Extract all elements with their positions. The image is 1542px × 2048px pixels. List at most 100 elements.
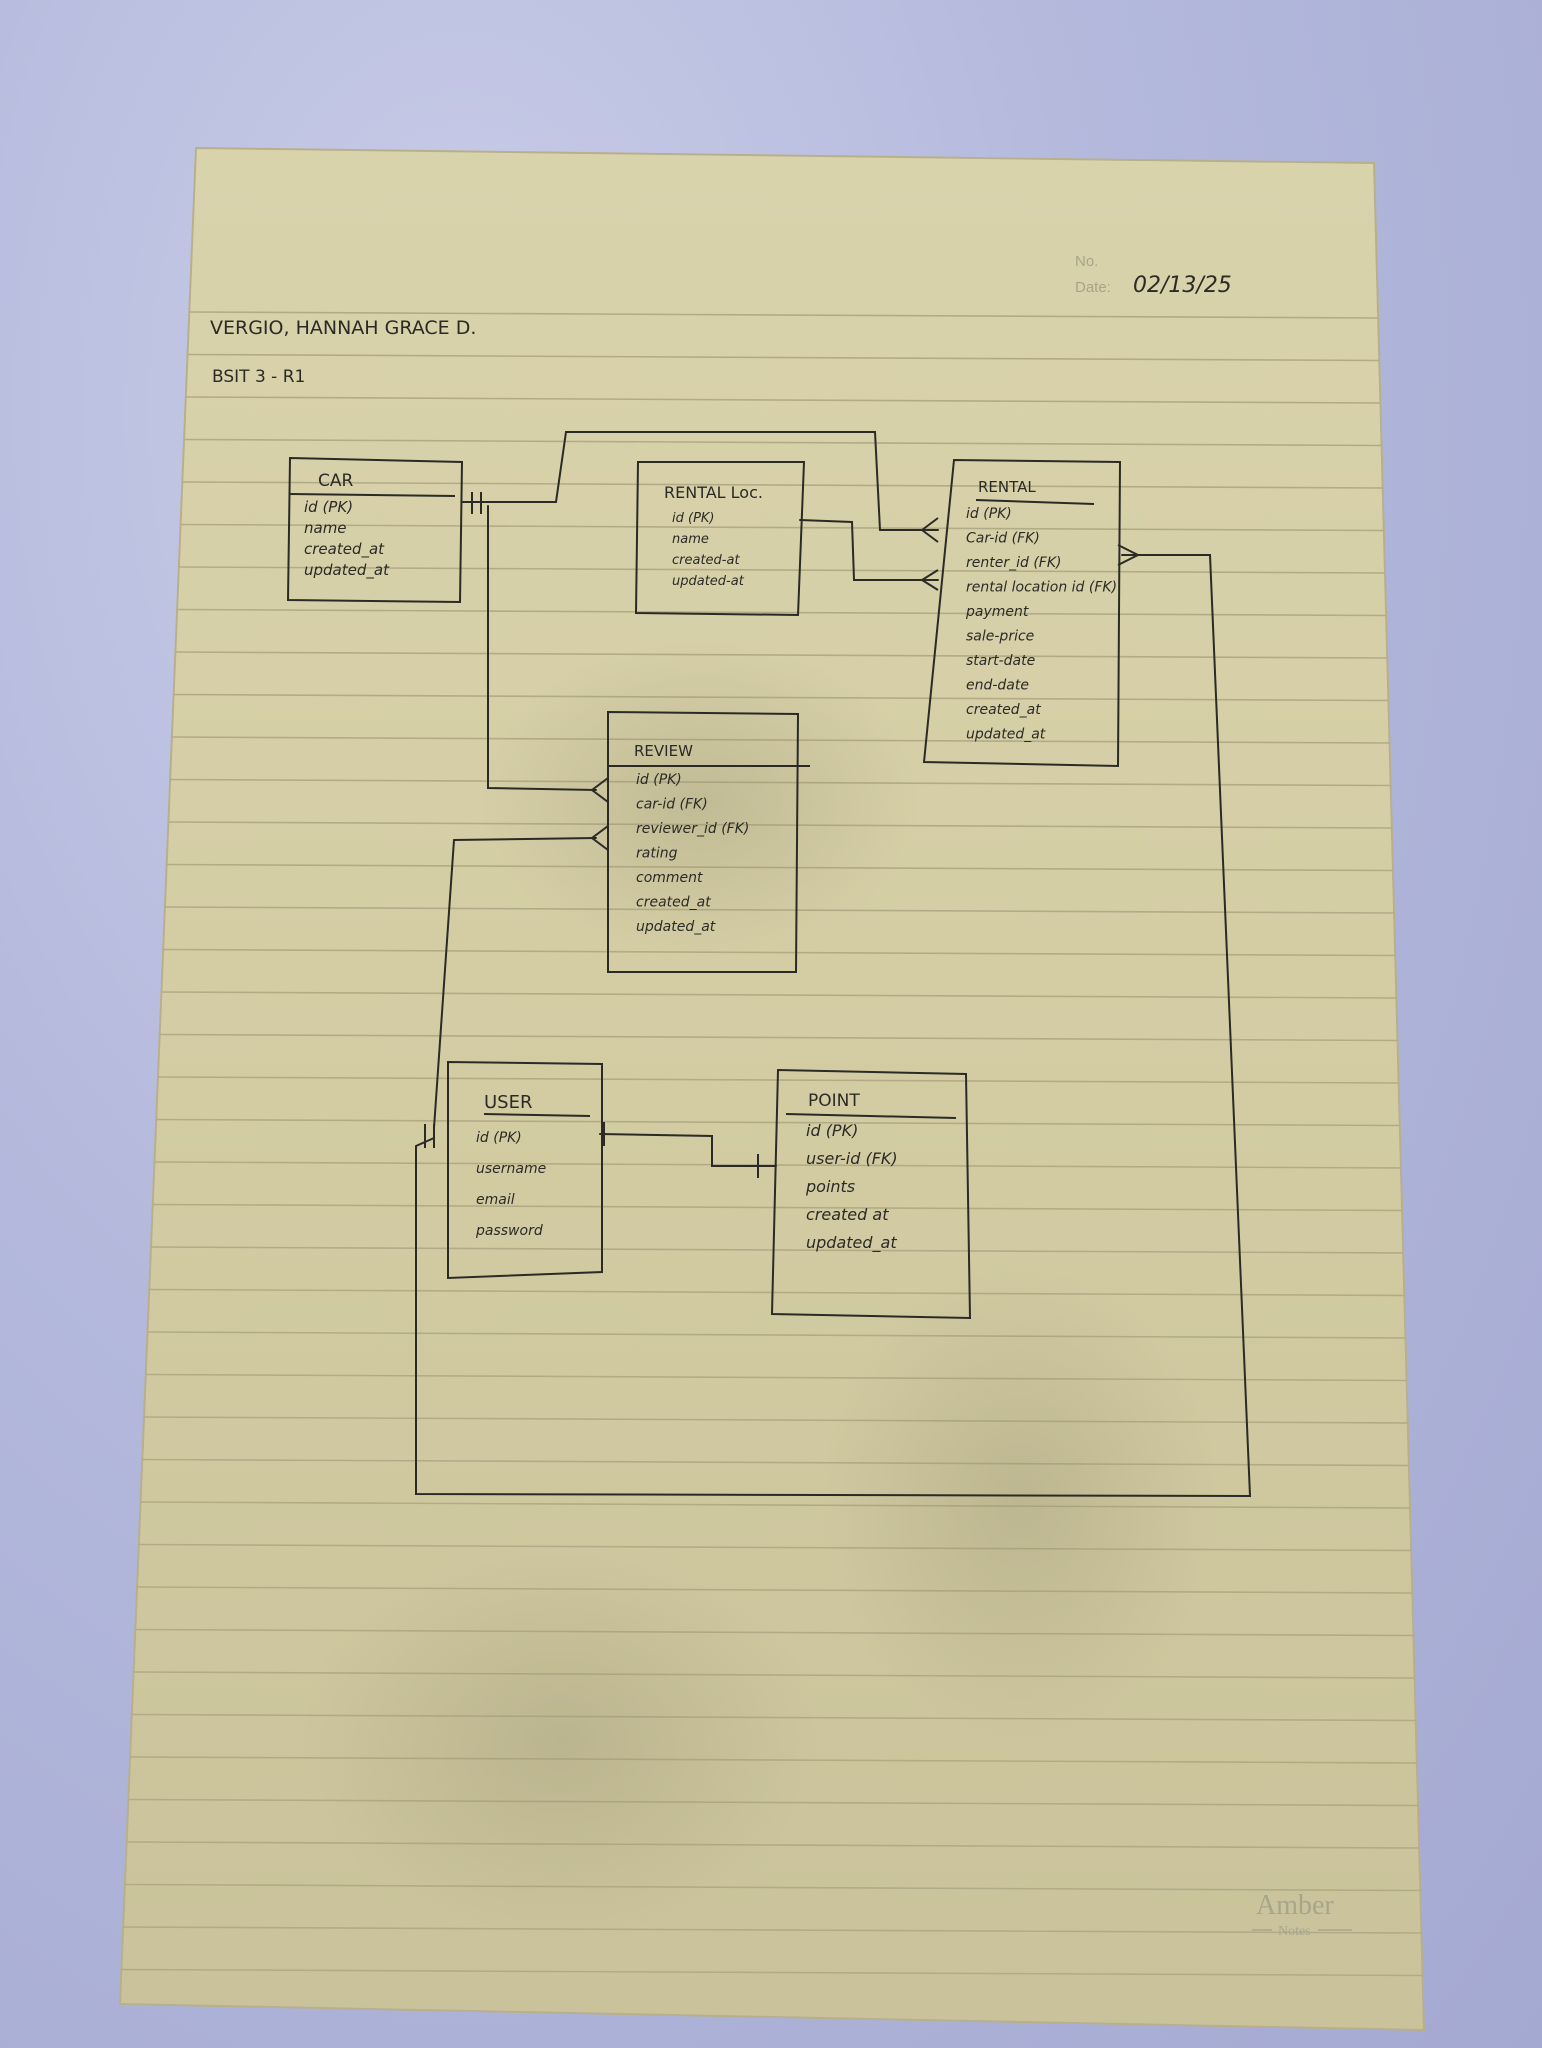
relationship-lines <box>415 431 1252 1498</box>
ruled-line <box>147 1331 1406 1339</box>
entity-field: username <box>476 1161 546 1177</box>
relation-user-rental <box>415 554 1252 1498</box>
entity-title: CAR <box>318 471 353 491</box>
entity-box-rental <box>922 458 1122 768</box>
relation-user-point <box>599 1133 777 1167</box>
entity-field: name <box>304 519 347 537</box>
entity-point: POINT id (PK) user-id (FK) points created at… <box>805 1091 898 1253</box>
entity-field: id (PK) <box>806 1121 858 1140</box>
many-mark <box>920 569 939 591</box>
entity-field: rating <box>636 846 678 862</box>
ruled-line <box>183 438 1382 447</box>
section-label: BSIT 3 - R1 <box>212 367 305 387</box>
entity-field: created_at <box>636 895 711 911</box>
entity-field: id (PK) <box>636 772 682 788</box>
entity-field: updated_at <box>636 919 716 935</box>
entity-box-point <box>770 1068 972 1320</box>
entity-header-dividers <box>289 493 1095 1119</box>
ruled-line <box>187 353 1380 362</box>
student-name: VERGIO, HANNAH GRACE D. <box>210 317 476 339</box>
entity-field: start-date <box>966 653 1035 669</box>
ruled-line <box>178 566 1386 574</box>
many-mark <box>590 825 609 851</box>
ruled-line <box>189 311 1379 319</box>
no-label: No. <box>1075 253 1098 270</box>
entity-title: REVIEW <box>634 742 693 760</box>
ruled-line <box>149 1288 1405 1297</box>
entity-review: REVIEW id (PK) car-id (FK) reviewer_id (FK)… <box>634 742 749 935</box>
entity-rental-loc: RENTAL Loc. id (PK) name created-at updated-… <box>664 483 763 589</box>
entity-boxes <box>286 456 1122 1320</box>
ruled-line <box>156 1118 1401 1127</box>
ruled-line <box>177 608 1387 617</box>
ruled-line <box>145 1373 1407 1382</box>
shadow-blob <box>300 1540 820 1940</box>
entity-rental: RENTAL id (PK) Car-id (FK) renter_id (FK) re… <box>965 478 1117 743</box>
entity-field: id (PK) <box>304 498 353 516</box>
entity-field: name <box>672 532 709 547</box>
relation-user-review-vertical <box>433 839 455 1129</box>
entity-field: points <box>805 1177 855 1196</box>
relation-car-review <box>487 505 597 791</box>
cardinality-marks <box>424 492 1141 1178</box>
entity-field: end-date <box>966 678 1029 694</box>
ruled-line <box>159 1033 1398 1042</box>
entity-field: email <box>476 1192 515 1208</box>
date-value: 02/13/25 <box>1133 273 1232 298</box>
date-label: Date: <box>1075 279 1111 296</box>
entity-field: id (PK) <box>672 511 715 526</box>
one-mark <box>471 492 482 514</box>
brand-name: Amber <box>1256 1890 1334 1921</box>
entity-title: RENTAL <box>978 478 1036 496</box>
entity-field: created at <box>806 1205 889 1224</box>
entity-field: payment <box>965 604 1029 620</box>
entity-field: created_at <box>304 540 385 559</box>
entity-user: USER id (PK) username email password <box>475 1092 546 1239</box>
relation-user-review <box>453 837 597 841</box>
entity-title: RENTAL Loc. <box>664 483 763 502</box>
brand-sub: Notes <box>1278 1924 1311 1939</box>
entity-field: sale-price <box>966 629 1034 645</box>
entity-box-rental-loc <box>634 461 806 617</box>
entity-field: renter_id (FK) <box>966 555 1061 571</box>
ruled-line <box>152 1203 1403 1212</box>
entity-field: updated-at <box>672 574 745 589</box>
ruled-line <box>154 1161 1402 1169</box>
entity-field: created-at <box>672 553 740 568</box>
entity-box-car <box>286 456 464 604</box>
ruled-line <box>123 1926 1422 1934</box>
many-mark <box>1117 544 1141 566</box>
entity-title: USER <box>484 1092 532 1113</box>
entity-box-review <box>607 710 800 973</box>
entity-field: car-id (FK) <box>636 797 708 813</box>
many-mark <box>920 517 939 543</box>
ruled-line <box>163 948 1396 957</box>
entity-field: reviewer_id (FK) <box>636 821 749 837</box>
many-mark <box>590 777 609 803</box>
entity-field: created_at <box>966 702 1041 718</box>
ruled-line <box>124 1883 1421 1892</box>
shadow-blob <box>820 1260 1220 1740</box>
entity-field: id (PK) <box>966 506 1012 522</box>
entity-field: rental location id (FK) <box>966 580 1117 596</box>
entity-field: updated_at <box>806 1233 897 1253</box>
entity-field: user-id (FK) <box>806 1149 898 1168</box>
ruled-line <box>121 1968 1423 1977</box>
ruled-line <box>161 991 1397 999</box>
entity-box-user <box>447 1060 603 1280</box>
entity-car: CAR id (PK) name created_at updated_at <box>304 471 390 580</box>
entity-title: POINT <box>808 1091 860 1111</box>
shadow-blob <box>480 640 920 960</box>
one-mark <box>424 1124 435 1148</box>
entity-field: updated_at <box>304 561 390 580</box>
relation-car-rental <box>461 431 939 531</box>
entity-field: updated_at <box>966 727 1046 743</box>
entity-field: Car-id (FK) <box>966 531 1040 547</box>
entity-field: id (PK) <box>476 1130 522 1146</box>
ruled-line <box>180 523 1384 532</box>
entity-field: comment <box>636 870 703 886</box>
entity-field: password <box>475 1223 543 1239</box>
ruled-line <box>182 481 1383 489</box>
ruled-line <box>150 1246 1404 1254</box>
